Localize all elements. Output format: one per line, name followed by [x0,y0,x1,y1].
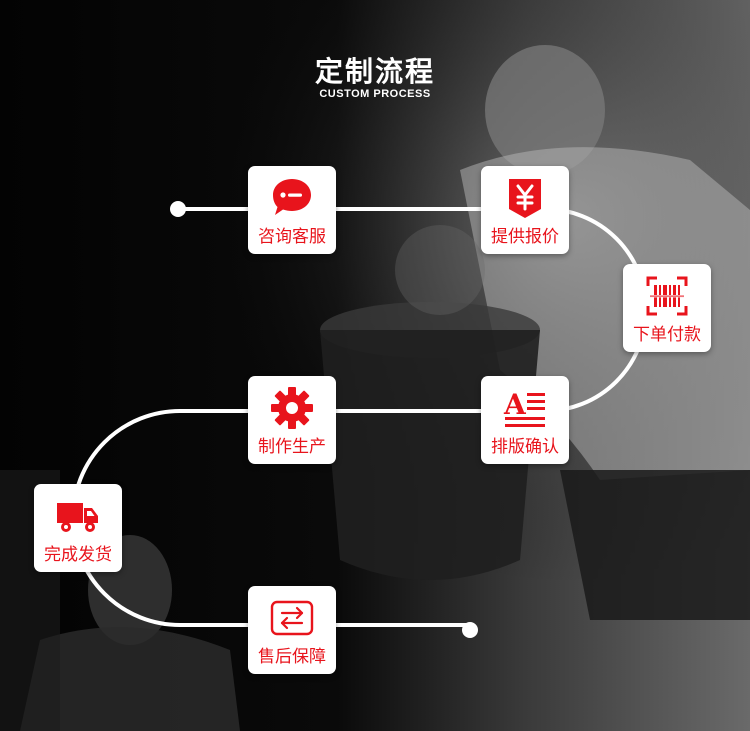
flow-end-dot [462,622,478,638]
yen-price-tag-icon [509,179,541,218]
step-label: 排版确认 [491,437,559,457]
step-label: 咨询客服 [258,227,326,247]
step-card-after-sales: 售后保障 [248,586,336,674]
flow-start-dot [170,201,186,217]
step-card-layout-confirm: A 排版确认 [481,376,569,464]
exchange-arrows-icon [270,600,314,636]
svg-text:A: A [503,388,527,421]
delivery-truck-icon [57,503,98,532]
page-subtitle: CUSTOM PROCESS [319,88,431,100]
chat-bubble-icon [273,179,311,215]
typesetting-icon: A [503,388,545,427]
step-card-consult: 咨询客服 [248,166,336,254]
step-label: 制作生产 [258,437,326,457]
step-card-shipping: 完成发货 [34,484,122,572]
barcode-scan-icon [646,276,688,316]
page-title: 定制流程 [314,55,435,88]
step-label: 提供报价 [491,227,559,247]
gear-icon [271,387,313,429]
step-card-quote: 提供报价 [481,166,569,254]
step-label: 完成发货 [44,545,112,565]
step-card-payment: 下单付款 [623,264,711,352]
step-card-production: 制作生产 [248,376,336,464]
step-label: 售后保障 [258,647,326,667]
step-label: 下单付款 [633,325,701,345]
